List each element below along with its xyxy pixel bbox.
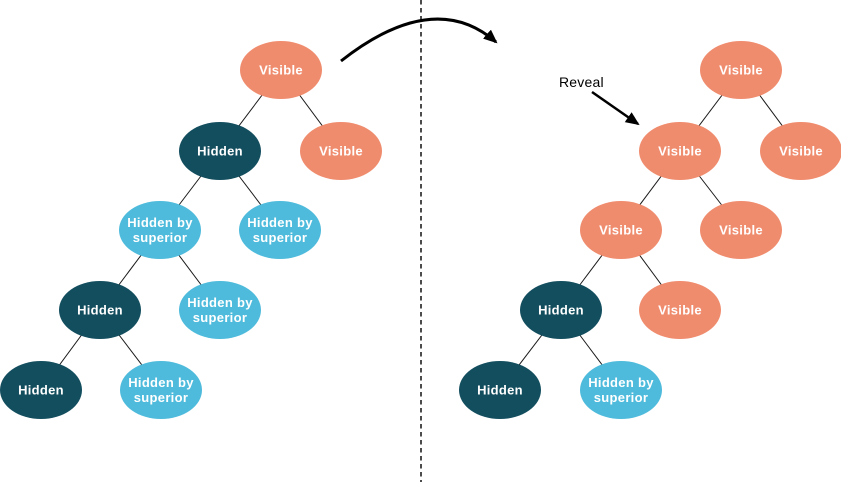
node-ellipse (760, 122, 841, 180)
node-label: Visible (658, 144, 702, 159)
node-visible: Visible (300, 122, 382, 180)
node-label: Hidden (77, 303, 123, 318)
node-ellipse (119, 201, 201, 259)
node-visible: Visible (760, 122, 841, 180)
node-label: Hidden (477, 383, 523, 398)
transform-arrow-icon (340, 17, 498, 63)
node-hidden: Hidden (459, 361, 541, 419)
node-ellipse (639, 122, 721, 180)
node-ellipse (0, 361, 82, 419)
node-label: Hidden (538, 303, 584, 318)
node-ellipse (179, 122, 261, 180)
reveal-annotation: Reveal (559, 74, 640, 126)
node-visible: Visible (700, 201, 782, 259)
node-ellipse (179, 281, 261, 339)
node-label: Visible (259, 63, 303, 78)
node-label: Visible (319, 144, 363, 159)
node-ellipse (59, 281, 141, 339)
node-label: Visible (719, 63, 763, 78)
node-label: Visible (719, 223, 763, 238)
node-label: Hidden (18, 383, 64, 398)
node-label: Hidden (197, 144, 243, 159)
node-visible: Visible (639, 281, 721, 339)
node-ellipse (459, 361, 541, 419)
node-ellipse (700, 201, 782, 259)
node-hidden: Hidden (520, 281, 602, 339)
node-visible: Visible (639, 122, 721, 180)
node-ellipse (520, 281, 602, 339)
node-ellipse (239, 201, 321, 259)
node-ellipse (120, 361, 202, 419)
node-ellipse (240, 41, 322, 99)
node-visible: Visible (580, 201, 662, 259)
node-ellipse (580, 361, 662, 419)
node-hidden: Hidden (179, 122, 261, 180)
node-visible: Visible (240, 41, 322, 99)
node-label: Visible (779, 144, 823, 159)
reveal-label: Reveal (559, 74, 604, 90)
node-hidden: Hidden (0, 361, 82, 419)
node-ellipse (300, 122, 382, 180)
node-label: Visible (658, 303, 702, 318)
node-ellipse (580, 201, 662, 259)
node-hidden: Hidden (59, 281, 141, 339)
node-visible: Visible (700, 41, 782, 99)
node-label: Visible (599, 223, 643, 238)
node-ellipse (639, 281, 721, 339)
node-ellipse (700, 41, 782, 99)
reveal-arrow-icon (591, 90, 640, 126)
